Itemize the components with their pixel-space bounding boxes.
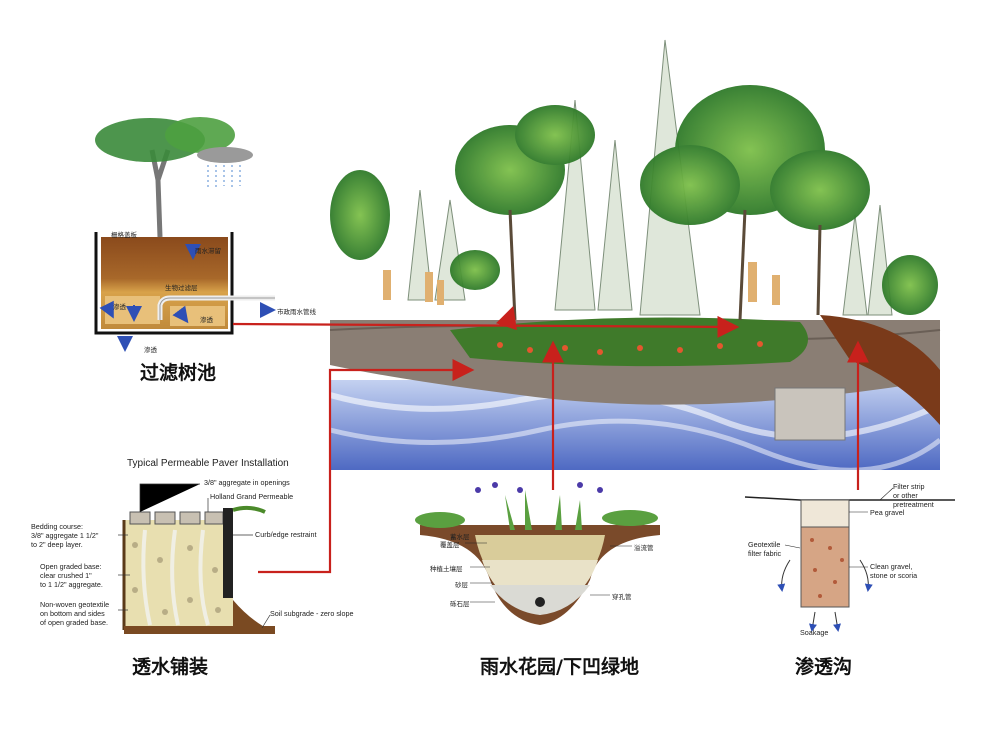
tree-pit-storage-label: 雨水滞留 [195,247,221,255]
paver-open-graded-label: Open graded base: clear crushed 1" to 1 … [40,562,103,589]
rain-garden-section [415,482,660,625]
trench-geotextile-label: Geotextile filter fabric [748,540,782,558]
paver-bedding-label: Bedding course: 3/8" aggregate 1 1/2" to… [31,522,99,549]
label-infiltration-trench: 渗透沟 [795,656,853,678]
garden-perforated-pipe-label: 穿孔管 [612,593,632,601]
tree-pit-grate-label: 栅格盖板 [111,231,137,239]
trench-section [744,487,955,632]
paver-geotextile-label: Non-woven geotextile on bottom and sides… [40,600,110,627]
label-rain-garden: 雨水花园/下凹绿地 [480,656,639,678]
garden-overflow-pipe-label: 溢流管 [634,544,654,552]
arrow-tree-pit [232,315,740,338]
garden-cover-label: 覆盖层 [440,541,460,549]
garden-storage-label: 蓄水层 [450,533,470,541]
tree-pit-seep-label-3: 渗透 [144,346,157,354]
trench-clean-gravel-label: Clean gravel, stone or scoria [870,562,918,580]
paver-curb-label: Curb/edge restraint [255,530,317,539]
garden-gravel-label: 砾石层 [450,600,470,608]
tree-pit-pipe-label: 市政雨水管线 [277,308,316,316]
paver-holland-label: Holland Grand Permeable [210,492,294,501]
paver-section [118,483,275,634]
trench-soakage-label: Soakage [800,628,829,637]
paver-title: Typical Permeable Paver Installation [127,458,289,469]
tree-pit-seep-label-2: 渗透 [200,316,213,324]
paver-aggregate-openings: 3/8" aggregate in openings [204,478,290,487]
arrow-paving [258,359,475,574]
garden-plant-soil-label: 种植土壤层 [430,565,463,573]
label-tree-pit: 过滤树池 [140,362,217,384]
trench-filter-strip-label: Filter strip or other pretreatment [893,482,934,509]
trench-pea-gravel-label: Pea gravel [870,508,905,517]
connector-arrows [232,305,869,574]
tree-pit-seep-label-1: 渗透 [113,303,126,311]
garden-sand-label: 砂层 [455,581,468,589]
paver-subgrade-label: Soil subgrade - zero slope [270,609,354,618]
tree-pit-diagram [94,117,276,352]
label-permeable-paving: 透水铺装 [132,656,209,678]
landscape-illustration [329,39,942,473]
tree-pit-filter-label: 生物过滤层 [165,284,198,292]
